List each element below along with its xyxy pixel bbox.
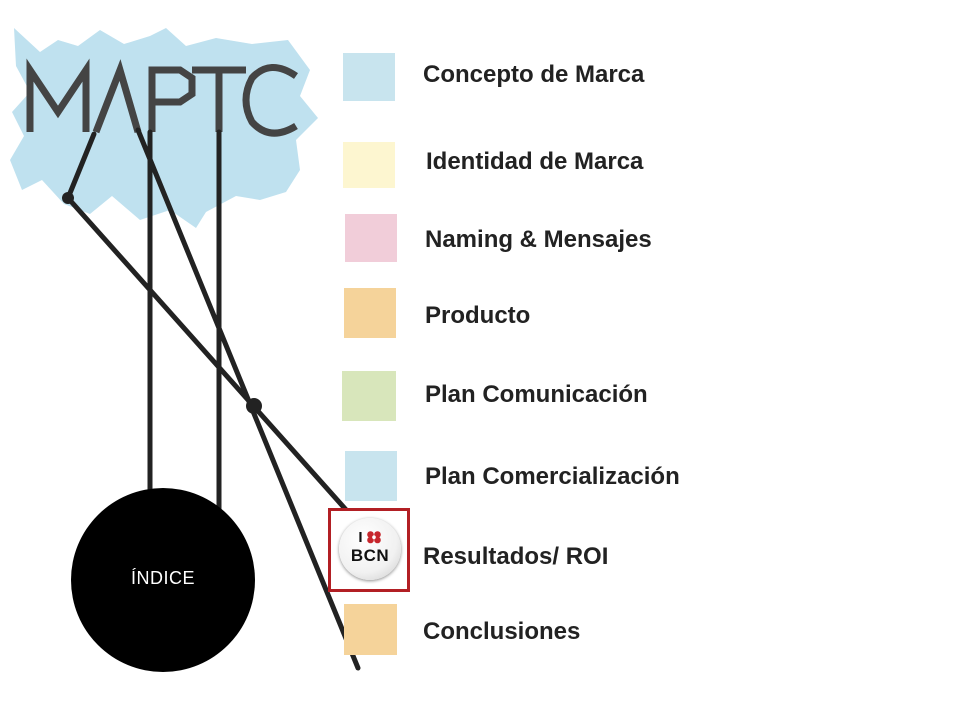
badge-top-line: I [339, 530, 401, 545]
menu-item-producto[interactable]: Producto [340, 288, 760, 342]
menu-label: Plan Comercialización [425, 463, 680, 490]
menu-label: Concepto de Marca [423, 61, 645, 88]
logo-node-dot [62, 192, 74, 204]
menu-label: Naming & Mensajes [425, 226, 652, 253]
color-swatch [344, 604, 397, 655]
badge-bcn-text: BCN [350, 546, 390, 565]
menu-item-plan-comercializacion[interactable]: Plan Comercialización [340, 451, 760, 505]
color-swatch [342, 371, 396, 421]
i-love-bcn-badge: I BCN [339, 518, 401, 580]
index-label: ÍNDICE [130, 568, 195, 588]
badge-letter-i: I [358, 529, 363, 546]
color-swatch [343, 53, 395, 101]
menu-label: Identidad de Marca [426, 148, 644, 175]
menu-item-identidad-de-marca[interactable]: Identidad de Marca [340, 140, 760, 194]
selected-highlight-frame: I BCN [328, 508, 410, 592]
menu-item-concepto-de-marca[interactable]: Concepto de Marca [340, 53, 760, 107]
logo-lettering [26, 58, 298, 137]
color-swatch [345, 214, 397, 262]
menu-item-conclusiones[interactable]: Conclusiones [340, 604, 760, 658]
index-button[interactable]: ÍNDICE [71, 488, 255, 672]
logo-lines [65, 127, 361, 671]
menu-label: Resultados/ ROI [423, 543, 609, 570]
menu-label: Producto [425, 302, 531, 329]
logo-intersection-dot [246, 398, 262, 414]
heart-icon [366, 531, 381, 544]
menu-item-resultados-roi[interactable]: I BCN Resultados/ ROI [328, 508, 760, 602]
menu-label: Conclusiones [423, 618, 581, 645]
menu-item-naming-mensajes[interactable]: Naming & Mensajes [340, 214, 760, 268]
menu-label: Plan Comunicación [425, 381, 648, 408]
color-swatch [344, 288, 396, 338]
color-swatch [345, 451, 397, 501]
color-swatch [343, 142, 395, 188]
menu-item-plan-comunicacion[interactable]: Plan Comunicación [340, 371, 760, 425]
